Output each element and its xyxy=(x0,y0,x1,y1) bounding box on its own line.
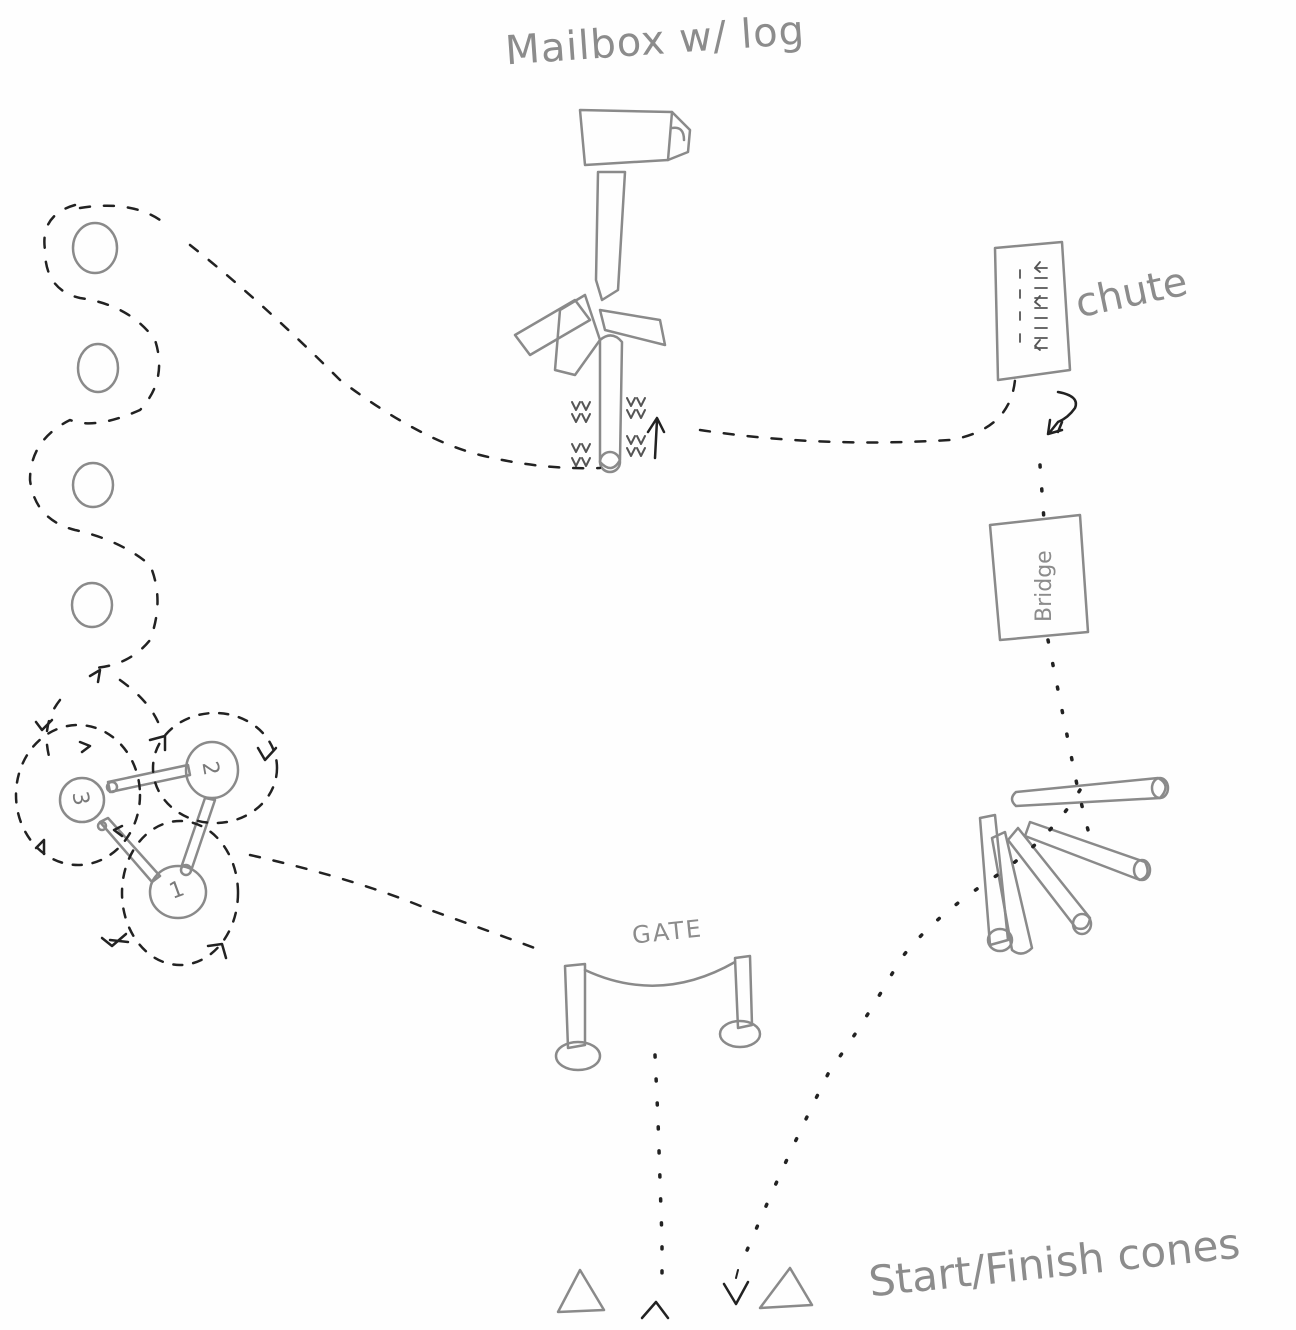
chute-obstacle xyxy=(993,240,1072,382)
arrow-up-icon xyxy=(646,416,666,460)
triangle-arrows xyxy=(34,668,278,960)
weave-cones xyxy=(70,221,120,629)
gate-rope xyxy=(583,960,737,987)
gate-obstacle xyxy=(554,954,762,1072)
course-path-dashed xyxy=(28,203,1017,952)
mailbox-obstacle xyxy=(513,108,692,474)
arrow-down-finish-icon xyxy=(722,1280,750,1306)
mailbox-post xyxy=(594,170,627,302)
bridge-obstacle xyxy=(988,513,1090,642)
triangle-dashed-circles xyxy=(14,711,279,967)
mailbox-box xyxy=(578,108,692,167)
bridge-label: Bridge xyxy=(1032,550,1057,622)
course-path-dotted xyxy=(653,463,1090,1292)
log xyxy=(598,334,624,470)
footprint-marks xyxy=(571,397,646,467)
turn-arrow-icon xyxy=(1048,390,1078,434)
arrow-up-start-icon xyxy=(640,1300,670,1320)
chute-arrows xyxy=(1019,261,1048,351)
cone-left xyxy=(556,1268,606,1314)
mailbox-brace-left xyxy=(513,298,592,357)
log-fan-obstacle xyxy=(978,776,1170,955)
cone-right xyxy=(758,1266,814,1310)
mailbox-brace-right xyxy=(598,308,667,347)
start-finish-cones xyxy=(556,1266,814,1314)
triangle-obstacle xyxy=(58,740,240,920)
